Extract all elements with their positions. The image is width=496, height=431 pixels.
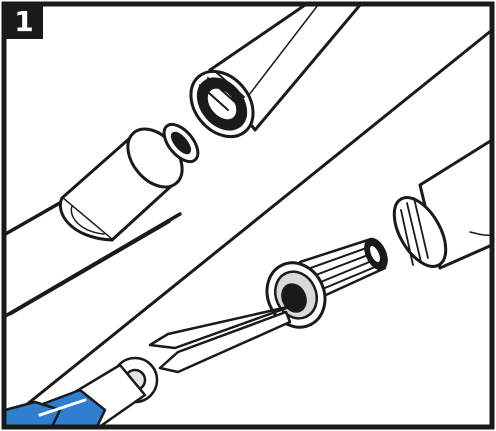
threaded-pipe-end xyxy=(178,5,360,149)
needle-nose-pliers xyxy=(5,306,292,431)
step-number-badge: 1 xyxy=(5,5,43,39)
shower-head-neck xyxy=(384,140,492,275)
